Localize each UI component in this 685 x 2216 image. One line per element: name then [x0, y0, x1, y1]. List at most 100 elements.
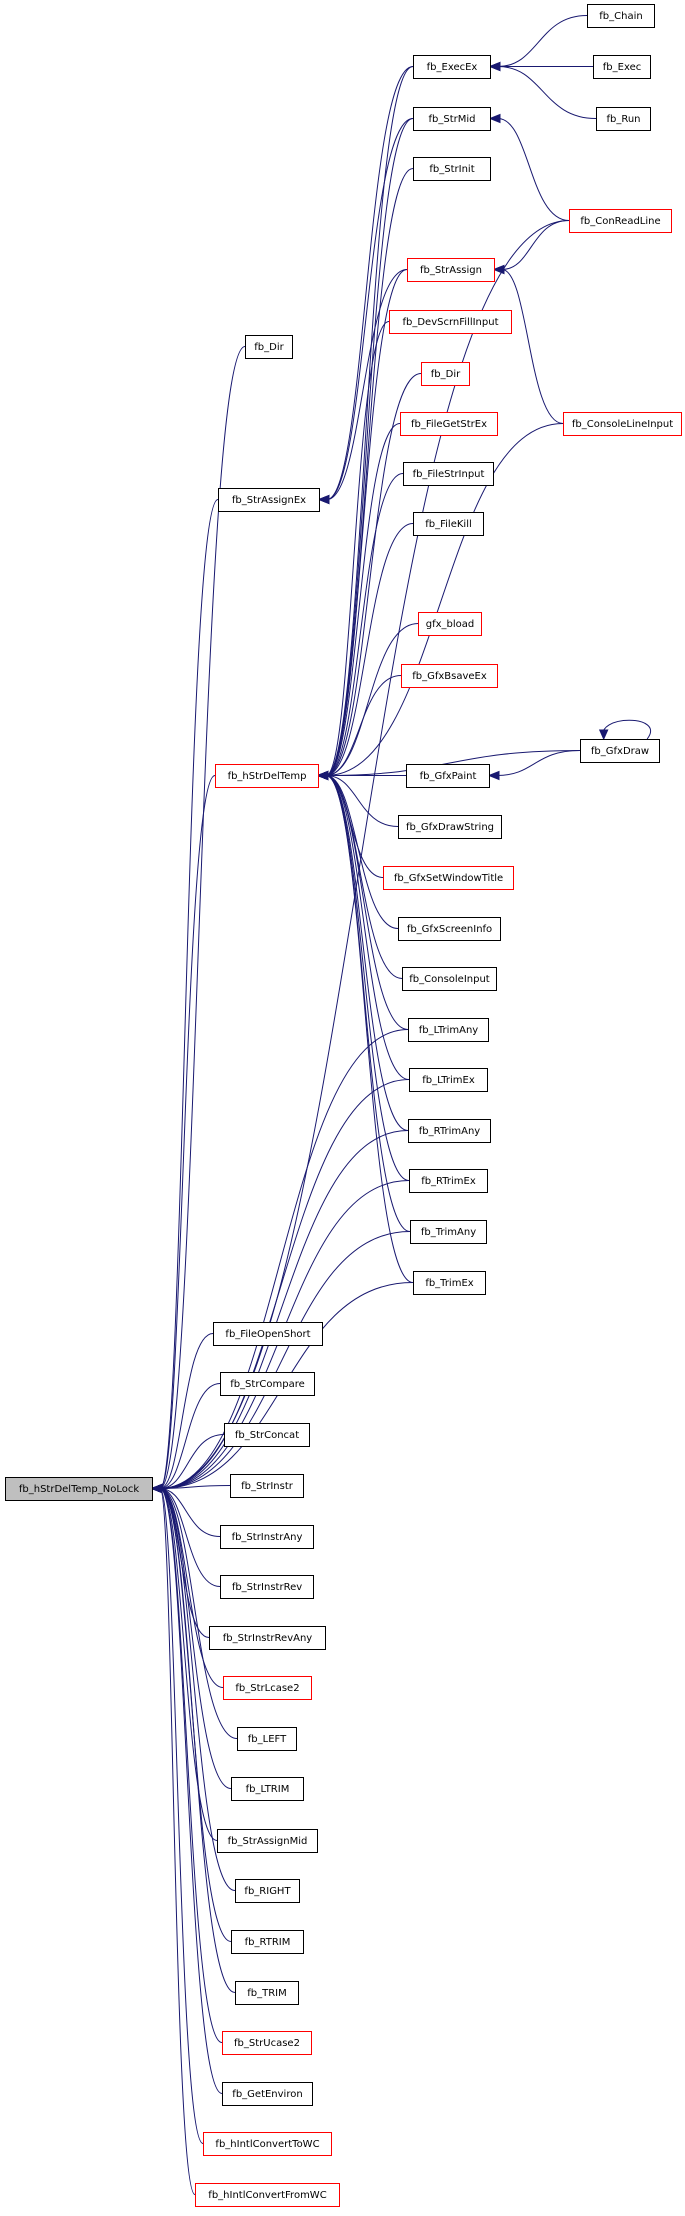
arrowhead [492, 264, 505, 275]
node-fb_TrimEx[interactable]: fb_TrimEx [413, 1271, 486, 1295]
node-fb_StrAssignMid[interactable]: fb_StrAssignMid [217, 1829, 318, 1853]
node-fb_FileStrInput[interactable]: fb_FileStrInput [403, 462, 494, 486]
node-fb_FileKill[interactable]: fb_FileKill [413, 512, 484, 536]
node-box [587, 4, 655, 28]
node-fb_GfxBsaveEx[interactable]: fb_GfxBsaveEx [401, 664, 498, 688]
node-fb_StrLcase2[interactable]: fb_StrLcase2 [223, 1676, 312, 1700]
node-label: fb_TrimAny [421, 1227, 476, 1238]
node-box [5, 1477, 153, 1501]
node-fb_LEFT[interactable]: fb_LEFT [237, 1727, 297, 1751]
node-box [245, 335, 293, 359]
node-fb_RTRIM[interactable]: fb_RTRIM [231, 1930, 304, 1954]
node-fb_ExecEx[interactable]: fb_ExecEx [413, 55, 491, 79]
node-fb_LTRIM[interactable]: fb_LTRIM [231, 1777, 304, 1801]
node-label: fb_GfxPaint [420, 771, 477, 782]
node-label: fb_RTrimAny [419, 1126, 481, 1137]
node-fb_RTrimAny[interactable]: fb_RTrimAny [408, 1119, 491, 1143]
node-box [220, 1525, 314, 1549]
arrowhead [316, 770, 329, 781]
node-box [237, 1727, 297, 1751]
node-fb_LTrimAny[interactable]: fb_LTrimAny [408, 1018, 489, 1042]
node-fb_GfxScreenInfo[interactable]: fb_GfxScreenInfo [398, 917, 501, 941]
edge-fb_StrMid-fb_ConReadLine [497, 118, 570, 221]
node-box [403, 462, 494, 486]
node-fb_StrUcase2[interactable]: fb_StrUcase2 [222, 2031, 312, 2055]
node-fb_StrInstrRev[interactable]: fb_StrInstrRev [220, 1575, 314, 1599]
node-fb_TrimAny[interactable]: fb_TrimAny [410, 1220, 487, 1244]
node-box [383, 866, 514, 890]
node-box [223, 1676, 312, 1700]
node-label: fb_TRIM [247, 1988, 287, 1999]
node-fb_TRIM[interactable]: fb_TRIM [235, 1981, 299, 2005]
node-fb_GfxSetWindowTitle[interactable]: fb_GfxSetWindowTitle [383, 866, 514, 890]
node-gfx_bload[interactable]: gfx_bload [418, 612, 482, 636]
node-fb_hIntlConvertFromWC[interactable]: fb_hIntlConvertFromWC [195, 2183, 340, 2207]
node-fb_StrAssign[interactable]: fb_StrAssign [407, 258, 495, 282]
node-box [213, 1322, 323, 1346]
node-fb_GfxPaint[interactable]: fb_GfxPaint [406, 764, 490, 788]
node-box [410, 1220, 487, 1244]
node-box [563, 412, 682, 436]
edge-fb_hStrDelTemp-fb_StrAssign [325, 269, 408, 776]
edge-root-fb_LTrimAny [159, 1029, 409, 1489]
edge-fb_hStrDelTemp-fb_DevScrnFillInput [325, 321, 390, 776]
node-fb_StrInstrAny[interactable]: fb_StrInstrAny [220, 1525, 314, 1549]
edge-fb_hStrDelTemp-fb_LTrimEx [325, 775, 410, 1080]
node-box [220, 1575, 314, 1599]
edge-fb_StrAssignEx-fb_StrAssign [326, 269, 408, 500]
node-fb_LTrimEx[interactable]: fb_LTrimEx [409, 1068, 488, 1092]
node-label: fb_FileGetStrEx [411, 419, 487, 430]
edge-root-fb_GetEnviron [159, 1488, 223, 2094]
node-fb_hIntlConvertToWC[interactable]: fb_hIntlConvertToWC [203, 2132, 332, 2156]
node-box [596, 107, 651, 131]
edge-fb_GfxDraw-fb_GfxDraw [602, 719, 651, 740]
node-fb_Chain[interactable]: fb_Chain [587, 4, 655, 28]
node-box [231, 1930, 304, 1954]
edge-root-fb_RTrimAny [159, 1130, 409, 1489]
node-fb_StrInstrRevAny[interactable]: fb_StrInstrRevAny [209, 1626, 326, 1650]
node-box [222, 2031, 312, 2055]
node-fb_Dir_right[interactable]: fb_Dir [421, 362, 470, 386]
edge-root-fb_StrCompare [159, 1383, 221, 1489]
node-fb_FileOpenShort[interactable]: fb_FileOpenShort [213, 1322, 323, 1346]
node-fb_StrInstr[interactable]: fb_StrInstr [230, 1474, 304, 1498]
node-fb_StrAssignEx[interactable]: fb_StrAssignEx [218, 488, 320, 512]
node-label: fb_StrConcat [235, 1430, 299, 1441]
node-box [203, 2132, 332, 2156]
node-fb_StrInit[interactable]: fb_StrInit [413, 157, 491, 181]
edge-fb_StrAssign-fb_ConReadLine [501, 220, 570, 270]
edge-fb_hStrDelTemp-fb_FileKill [325, 523, 414, 776]
node-fb_RIGHT[interactable]: fb_RIGHT [235, 1879, 300, 1903]
node-fb_ConsoleInput[interactable]: fb_ConsoleInput [402, 967, 497, 991]
node-fb_ConsoleLineInput[interactable]: fb_ConsoleLineInput [563, 412, 682, 436]
node-fb_ConReadLine[interactable]: fb_ConReadLine [569, 209, 672, 233]
node-root[interactable]: fb_hStrDelTemp_NoLock [5, 1477, 153, 1501]
node-fb_hStrDelTemp[interactable]: fb_hStrDelTemp [215, 764, 319, 788]
node-fb_Run[interactable]: fb_Run [596, 107, 651, 131]
node-box [409, 1068, 488, 1092]
node-fb_StrCompare[interactable]: fb_StrCompare [220, 1372, 315, 1396]
node-box [593, 55, 651, 79]
node-box [224, 1423, 310, 1447]
node-fb_Dir_left[interactable]: fb_Dir [245, 335, 293, 359]
node-fb_FileGetStrEx[interactable]: fb_FileGetStrEx [400, 412, 498, 436]
node-fb_GfxDraw[interactable]: fb_GfxDraw [580, 739, 660, 763]
edge-root-fb_hIntlConvertFromWC [159, 1488, 196, 2195]
node-fb_StrMid[interactable]: fb_StrMid [413, 107, 491, 131]
node-label: fb_RTrimEx [421, 1176, 476, 1187]
node-box [402, 967, 497, 991]
node-fb_StrConcat[interactable]: fb_StrConcat [224, 1423, 310, 1447]
edge-fb_hStrDelTemp-fb_GfxDrawString [325, 775, 399, 827]
node-fb_DevScrnFillInput[interactable]: fb_DevScrnFillInput [389, 310, 512, 334]
node-label: fb_hIntlConvertFromWC [208, 2190, 326, 2201]
node-fb_Exec[interactable]: fb_Exec [593, 55, 651, 79]
node-fb_GfxDrawString[interactable]: fb_GfxDrawString [398, 815, 502, 839]
arrowhead [598, 729, 609, 741]
node-label: fb_GetEnviron [232, 2089, 302, 2100]
node-box [413, 55, 491, 79]
node-box [409, 1169, 488, 1193]
node-box [389, 310, 512, 334]
node-fb_RTrimEx[interactable]: fb_RTrimEx [409, 1169, 488, 1193]
node-fb_GetEnviron[interactable]: fb_GetEnviron [222, 2082, 313, 2106]
